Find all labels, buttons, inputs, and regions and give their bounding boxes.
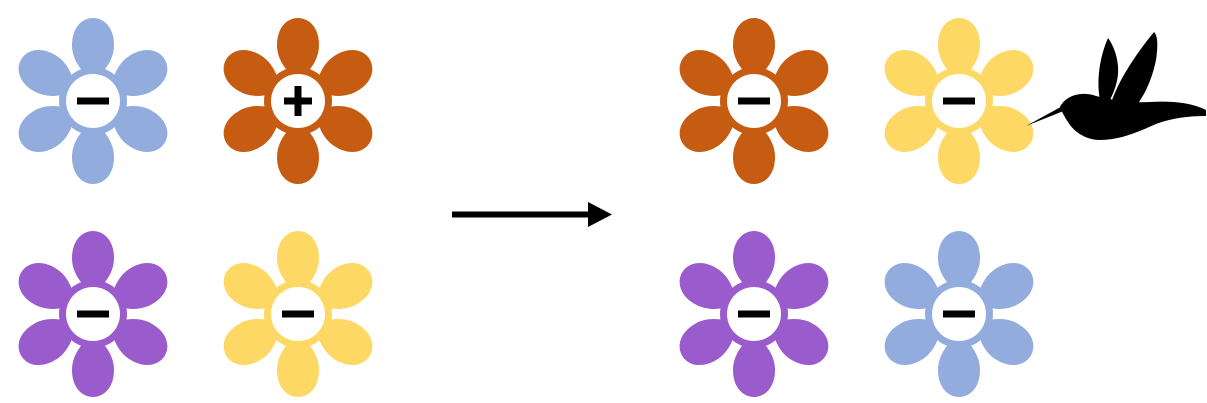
right-arrow-icon <box>452 202 612 227</box>
flower-right-4-blue <box>876 231 1042 397</box>
minus-icon <box>943 97 975 105</box>
minus-icon <box>77 97 109 105</box>
flower-left-2-orange <box>215 18 381 184</box>
minus-icon <box>943 310 975 318</box>
flower-left-4-yellow <box>215 231 381 397</box>
flower-right-2-yellow <box>876 18 1042 184</box>
plus-icon <box>284 86 312 116</box>
minus-icon <box>738 310 770 318</box>
left-flower-group <box>10 18 381 397</box>
minus-icon <box>77 310 109 318</box>
flower-right-3-purple <box>671 231 837 397</box>
right-flower-group <box>671 18 1042 397</box>
minus-icon <box>738 97 770 105</box>
hummingbird-icon <box>1026 32 1206 140</box>
flower-right-1-orange <box>671 18 837 184</box>
minus-icon <box>282 310 314 318</box>
flower-left-3-purple <box>10 231 176 397</box>
flower-left-1-blue <box>10 18 176 184</box>
